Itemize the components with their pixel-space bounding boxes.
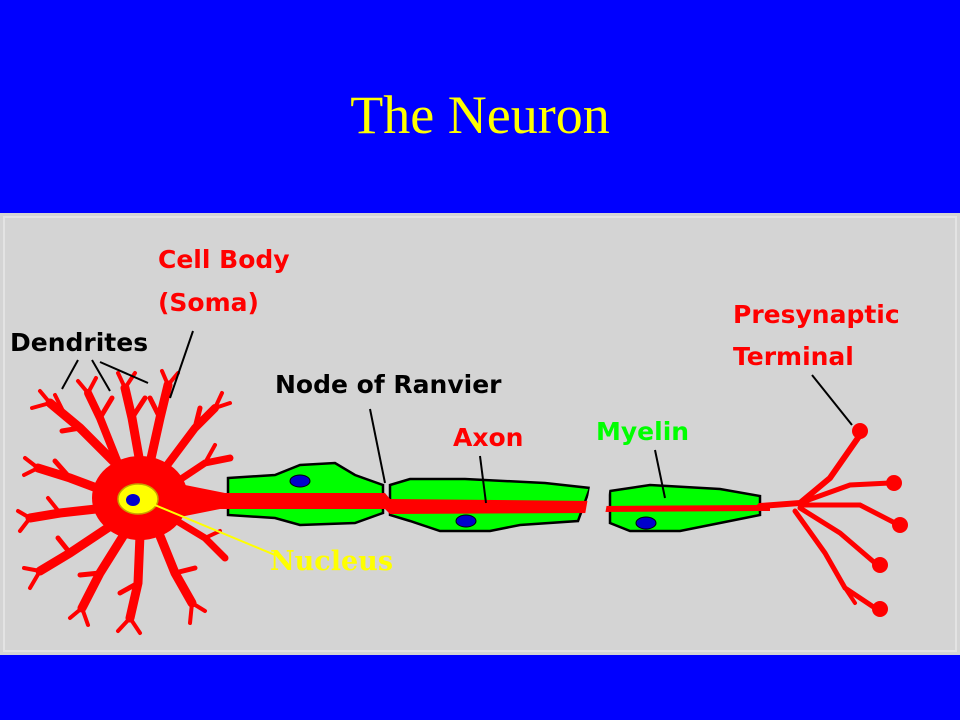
label-myelin: Myelin (596, 417, 689, 446)
label-cell-body-line1: Cell Body (158, 245, 290, 274)
presynaptic-terminal (757, 432, 898, 611)
label-node-of-ranvier: Node of Ranvier (275, 370, 502, 399)
label-presynaptic-line1: Presynaptic (733, 300, 900, 329)
label-cell-body-line2: (Soma) (158, 288, 259, 317)
label-nucleus: Nucleus (270, 546, 393, 577)
label-dendrites: Dendrites (10, 328, 148, 357)
leader-lines (61, 330, 853, 504)
axon (180, 461, 770, 543)
synaptic-knobs (852, 423, 908, 617)
slide-title: The Neuron (350, 85, 610, 145)
dendrites (16, 369, 234, 635)
neuron-diagram: Cell Body (Soma) Dendrites Node of Ranvi… (0, 213, 960, 655)
label-axon: Axon (453, 423, 523, 452)
label-presynaptic-line2: Terminal (733, 342, 854, 371)
